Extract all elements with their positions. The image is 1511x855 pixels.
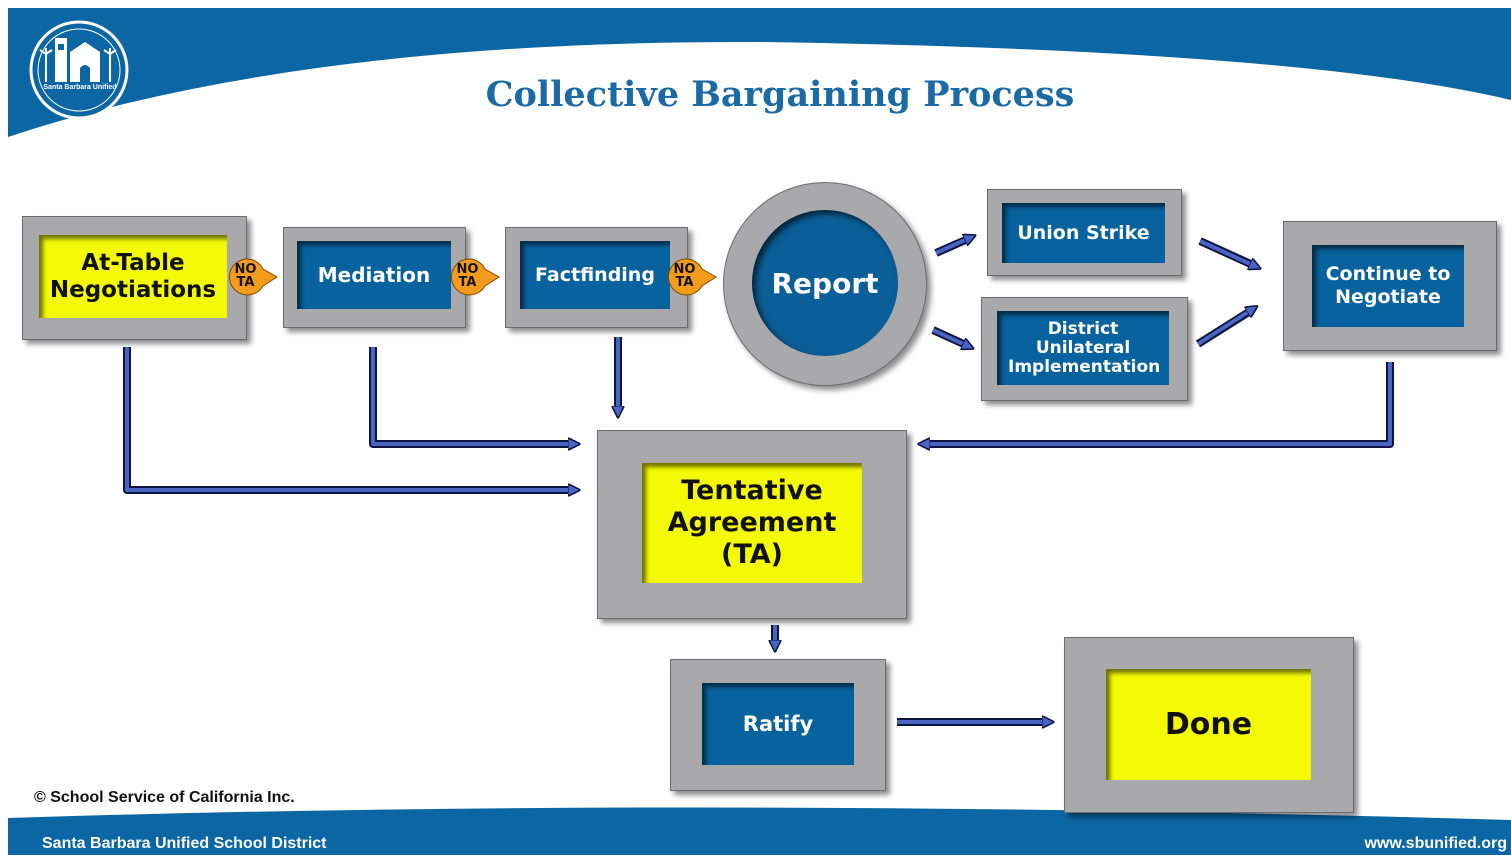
continue-to-negotiate-box: Continue to Negotiate: [1312, 245, 1464, 327]
no-ta-line2: TA: [675, 275, 694, 290]
tentative-agreement-label: Tentative Agreement (TA): [667, 475, 837, 570]
copyright-text: © School Service of California Inc.: [34, 789, 295, 806]
footer-district: Santa Barbara Unified School District: [42, 835, 327, 852]
union-strike-box: Union Strike: [1002, 203, 1165, 263]
no-ta-line1: NO: [673, 262, 696, 277]
no-ta-line2: TA: [236, 275, 255, 290]
factfinding-label: Factfinding: [535, 264, 655, 286]
district-unilateral-box: District Unilateral Implementation: [997, 311, 1169, 385]
factfinding-box: Factfinding: [520, 241, 670, 309]
footer-band: [8, 807, 1511, 855]
report-circle: Report: [752, 210, 898, 356]
logo-label: Santa Barbara Unified: [43, 84, 117, 91]
report-label: Report: [771, 266, 879, 300]
continue-label: Continue to Negotiate: [1325, 263, 1451, 308]
mediation-label: Mediation: [317, 263, 431, 287]
ratify-label: Ratify: [742, 712, 814, 736]
page-title: Collective Bargaining Process: [485, 74, 1075, 115]
mediation-box: Mediation: [297, 241, 451, 309]
done-label: Done: [1164, 707, 1253, 742]
no-ta-line1: NO: [234, 262, 257, 277]
at-table-label: At-Table Negotiations: [49, 249, 217, 303]
connector-paths: [123, 236, 1394, 722]
ratify-box: Ratify: [702, 683, 854, 765]
mission-building-icon: [29, 20, 129, 120]
no-ta-line1: NO: [456, 262, 479, 277]
done-box: Done: [1106, 669, 1311, 780]
header-band: [8, 8, 1511, 137]
tentative-agreement-box: Tentative Agreement (TA): [642, 463, 862, 583]
footer-website[interactable]: www.sbunified.org: [1364, 835, 1507, 852]
union-strike-label: Union Strike: [1017, 222, 1150, 244]
at-table-negotiations-box: At-Table Negotiations: [39, 235, 227, 318]
no-ta-line2: TA: [458, 275, 477, 290]
district-unilateral-label: District Unilateral Implementation: [1008, 318, 1161, 377]
